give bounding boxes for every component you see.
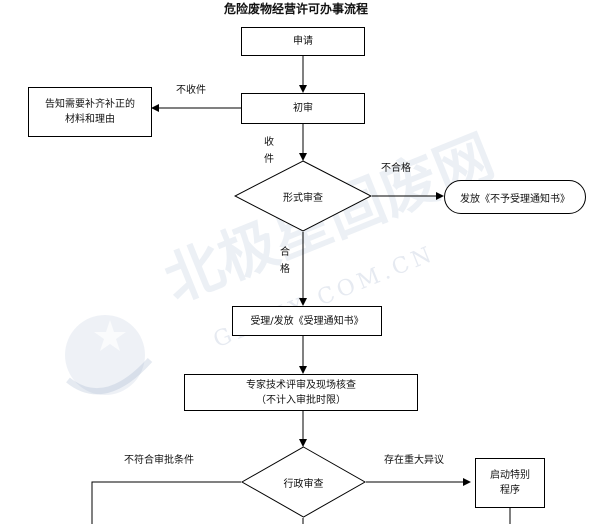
node-accept-issue: 受理/发放《受理通知书》: [232, 306, 382, 336]
node-admin-review-label: 行政审查: [283, 478, 324, 490]
node-initial-review-label: 初审: [293, 103, 313, 114]
node-issue-reject: 发放《不予受理通知书》: [444, 180, 586, 214]
node-apply: 申请: [241, 27, 365, 56]
node-apply-label: 申请: [293, 36, 313, 47]
node-issue-reject-label: 发放《不予受理通知书》: [460, 193, 570, 205]
node-admin-review: 行政审查: [241, 446, 366, 518]
node-special-procedure-line2: 程序: [500, 485, 520, 496]
node-special-procedure: 启动特别 程序: [475, 458, 545, 508]
label-qualified-char2: 格: [280, 264, 290, 275]
label-received-char1: 收: [264, 137, 274, 148]
node-expert-review: 专家技术评审及现场核查 （不计入审批时限）: [184, 374, 418, 411]
node-formal-review-label: 形式审查: [283, 192, 323, 204]
label-major-objection: 存在重大异议: [384, 455, 444, 466]
node-notify-missing-line1: 告知需要补齐补正的: [45, 99, 135, 110]
watermark-logo-circle: [65, 315, 145, 395]
watermark-star-icon: [94, 320, 126, 351]
node-admin-review-shape: [241, 446, 366, 518]
node-accept-issue-label: 受理/发放《受理通知书》: [250, 315, 364, 327]
label-not-meet: 不符合审批条件: [124, 455, 194, 466]
node-expert-review-line2: （不计入审批时限）: [256, 394, 346, 406]
node-notify-missing-line2: 材料和理由: [65, 114, 115, 125]
label-received-char2: 件: [264, 154, 274, 165]
node-initial-review: 初审: [241, 93, 365, 124]
node-formal-review-shape: [234, 160, 372, 232]
label-unqualified: 不合格: [381, 163, 411, 174]
node-expert-review-line1: 专家技术评审及现场核查: [246, 379, 356, 391]
label-qualified: 合 格: [278, 244, 292, 278]
label-not-received: 不收件: [176, 85, 206, 96]
node-special-procedure-line1: 启动特别: [490, 470, 530, 481]
page-title: 危险废物经营许可办事流程: [223, 2, 368, 16]
watermark-logo-swoosh: [66, 357, 153, 395]
node-formal-review: 形式审查: [234, 160, 372, 232]
label-qualified-char1: 合: [280, 247, 290, 258]
label-received: 收 件: [262, 134, 276, 168]
node-notify-missing: 告知需要补齐补正的 材料和理由: [28, 87, 152, 137]
line-admin-not-meet: [91, 481, 241, 524]
